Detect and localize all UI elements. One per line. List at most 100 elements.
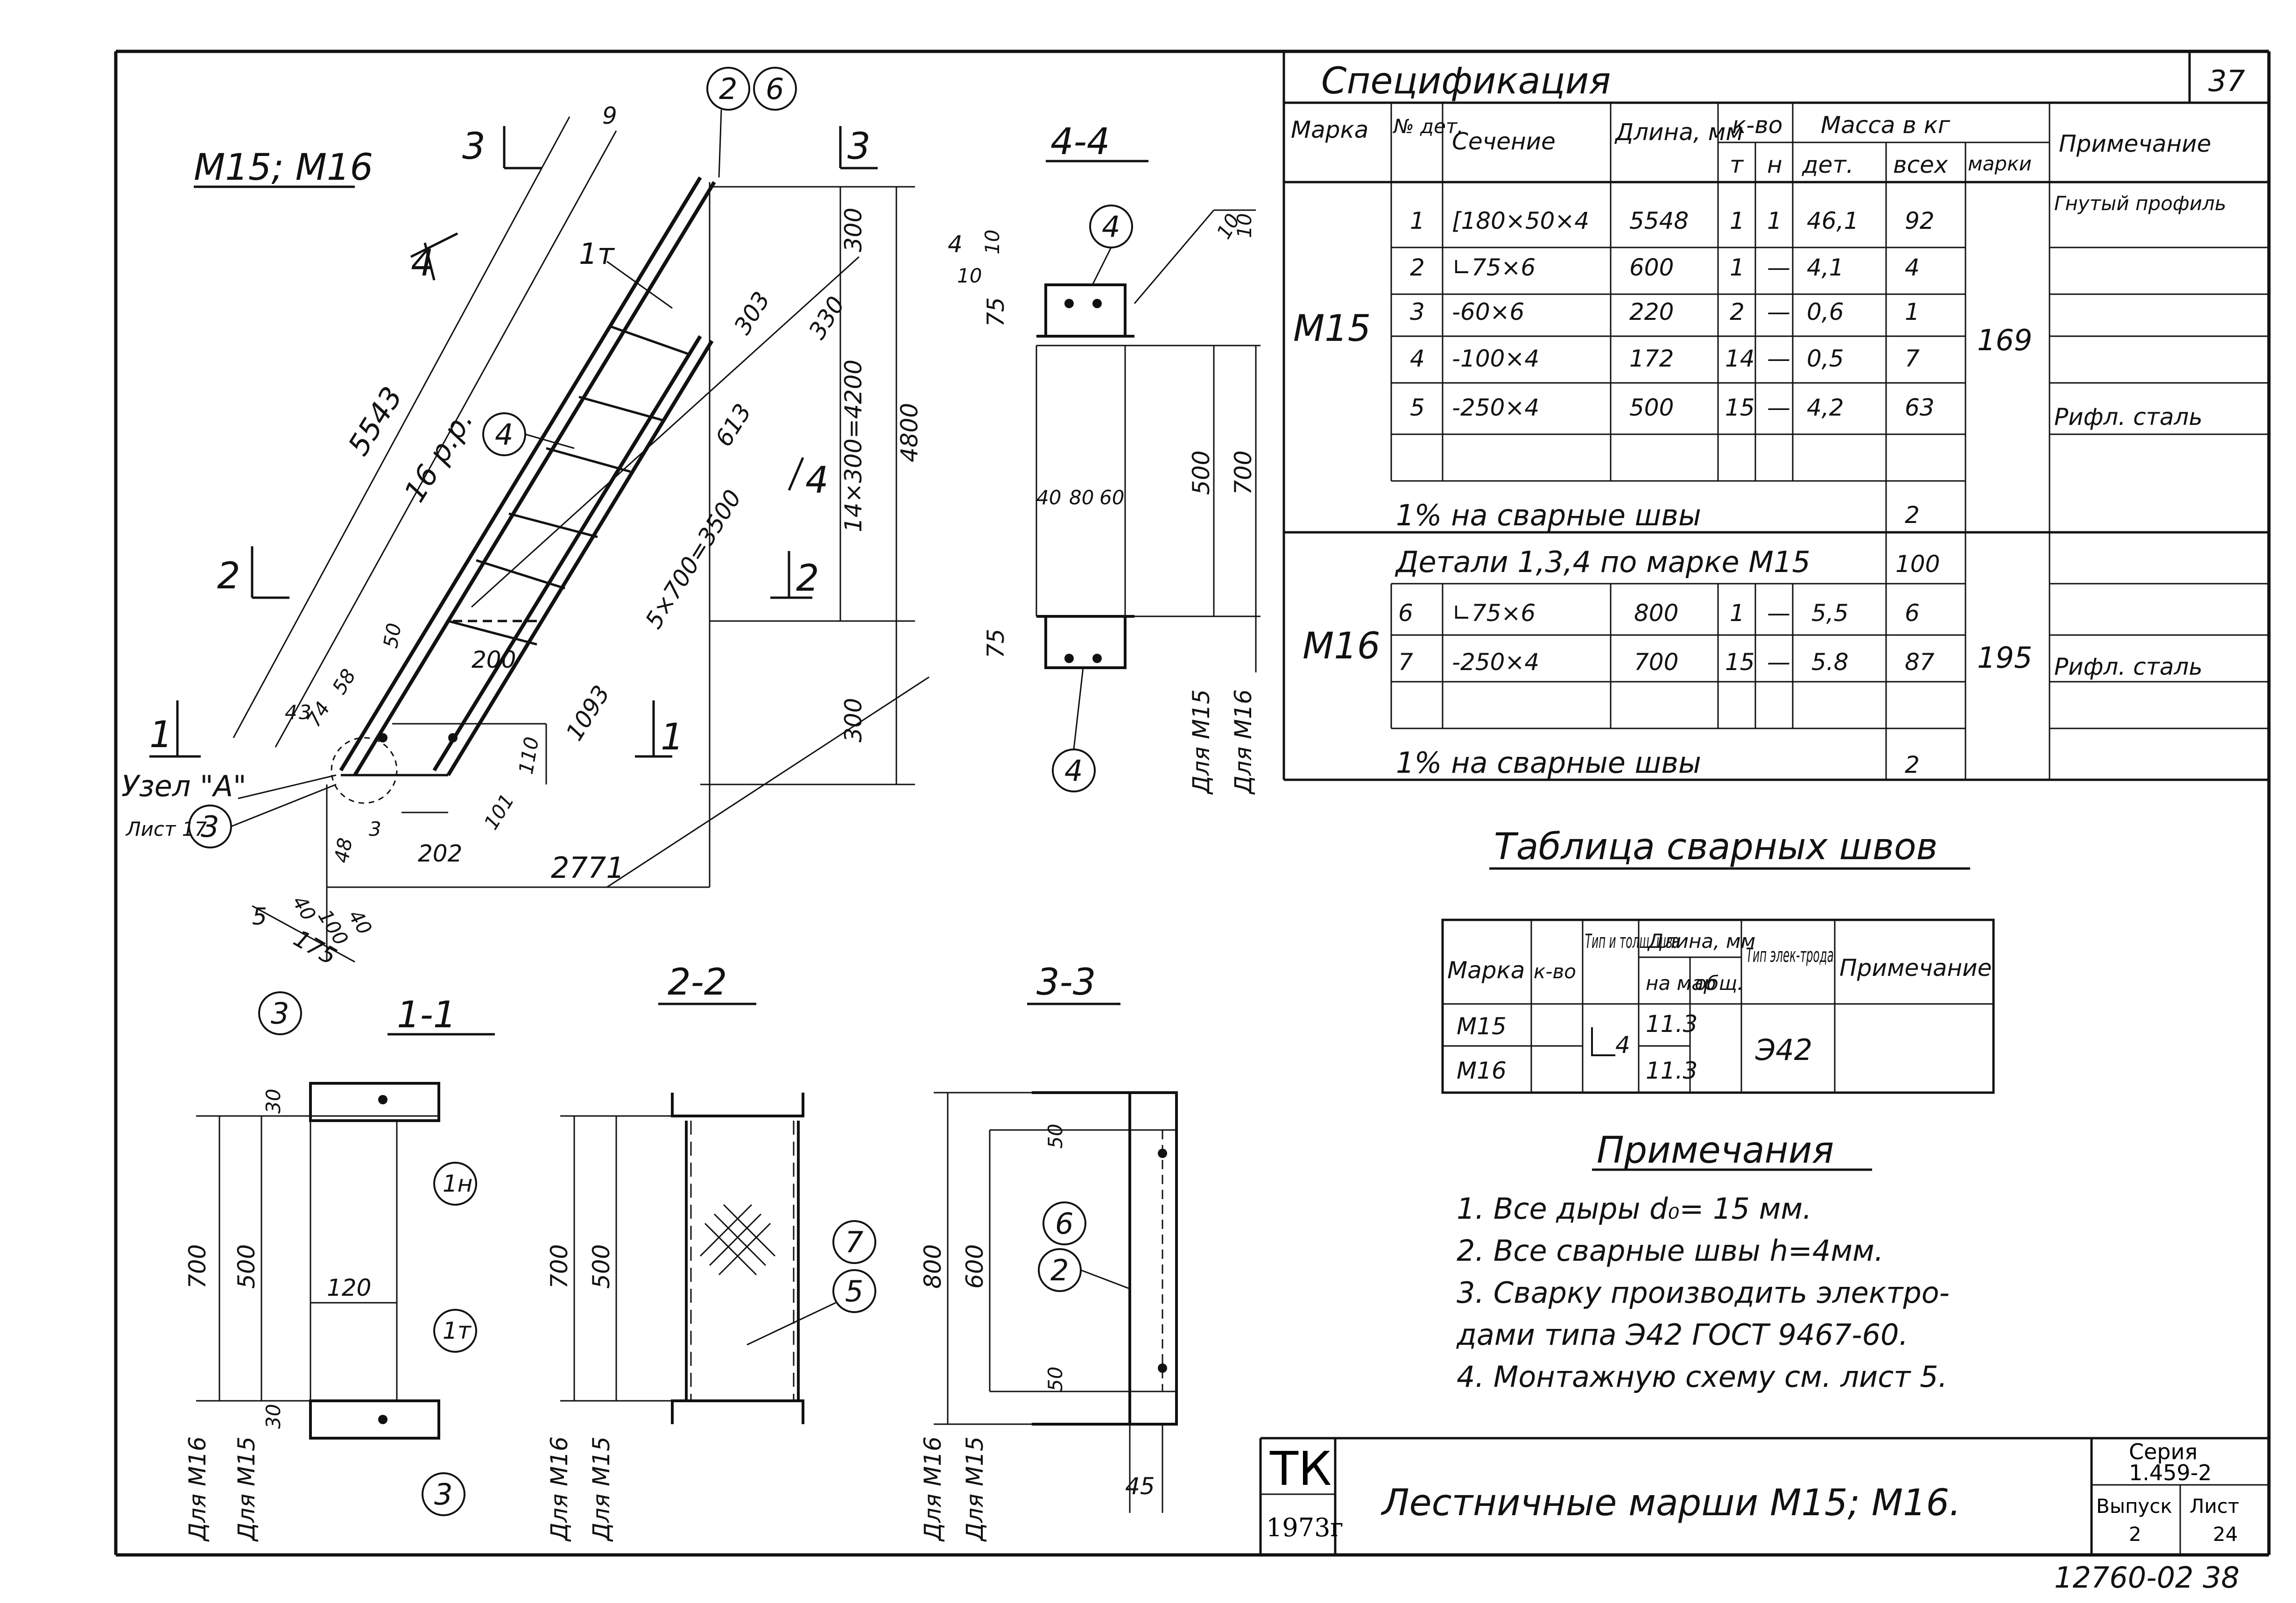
spec-h-mark: Марка bbox=[1291, 116, 1368, 143]
section-3-3-title: 3-3 bbox=[1036, 961, 1096, 1003]
spec-h-mass-all: всех bbox=[1893, 151, 1948, 178]
spec-h-qty: к-во bbox=[1732, 112, 1782, 139]
svg-text:172: 172 bbox=[1629, 345, 1674, 372]
svg-text:—: — bbox=[1767, 345, 1790, 372]
spec-m16-mark-mass: 195 bbox=[1977, 641, 2032, 675]
svg-text:Гнутый профиль: Гнутый профиль bbox=[2054, 192, 2226, 215]
section-4-4: 4-4 4 4 10 10 10 10 75 bbox=[957, 121, 1261, 795]
svg-text:—: — bbox=[1767, 254, 1790, 281]
dim-202: 202 bbox=[418, 840, 462, 867]
spec-h-section: Сечение bbox=[1452, 128, 1556, 155]
spec-h-mass-det: дет. bbox=[1802, 151, 1853, 178]
cut-mark-2-left: 2 bbox=[217, 555, 240, 597]
s33-dim-45: 45 bbox=[1125, 1473, 1155, 1500]
welds-row-m15-len: 11.3 bbox=[1646, 1010, 1697, 1038]
s22-dim-700: 700 bbox=[546, 1244, 573, 1289]
svg-text:1: 1 bbox=[1730, 600, 1745, 627]
s22-for-m16: Для М16 bbox=[546, 1436, 573, 1542]
series-label: Серия bbox=[2129, 1439, 2197, 1464]
callout-5: 5 bbox=[845, 1274, 863, 1308]
s33-for-m15: Для М15 bbox=[961, 1436, 988, 1542]
dim-303: 303 bbox=[729, 287, 775, 339]
dim-2771: 2771 bbox=[551, 851, 625, 885]
main-view-title: М15; М16 bbox=[194, 147, 373, 189]
svg-text:0,6: 0,6 bbox=[1807, 298, 1844, 325]
dim-9: 9 bbox=[602, 102, 617, 129]
svg-text:5: 5 bbox=[1410, 394, 1425, 421]
dim-3: 3 bbox=[299, 701, 311, 724]
svg-text:4,2: 4,2 bbox=[1807, 394, 1844, 421]
svg-text:1: 1 bbox=[1767, 207, 1782, 234]
dim-50: 50 bbox=[379, 621, 406, 650]
section-1-1: 1-1 3 1н 1т 3 30 700 500 120 30 Для М16 bbox=[184, 991, 495, 1542]
s33-dim-50-bottom: 50 bbox=[1044, 1367, 1067, 1391]
spec-m15-mark: М15 bbox=[1293, 308, 1371, 350]
title-block: ТК 1973г Лестничные марши М15; М16. Сери… bbox=[1259, 1437, 2269, 1595]
issue-label: Выпуск bbox=[2096, 1495, 2172, 1518]
svg-text:—: — bbox=[1767, 600, 1790, 627]
dim-613: 613 bbox=[710, 399, 757, 452]
dim-58: 58 bbox=[328, 665, 360, 698]
dim-5x700: 5×700=3500 bbox=[640, 485, 747, 634]
svg-text:500: 500 bbox=[1629, 394, 1674, 421]
svg-text:Рифл. сталь: Рифл. сталь bbox=[2054, 653, 2203, 680]
s44-dim-10a: 10 bbox=[981, 230, 1004, 254]
svg-text:—: — bbox=[1767, 298, 1790, 325]
spec-m15-row-1: 1 [180×50×4 5548 1 1 46,1 92 Гнутый проф… bbox=[1410, 192, 2226, 234]
welds-title: Таблица сварных швов bbox=[1494, 826, 1938, 868]
spec-title: Спецификация bbox=[1321, 60, 1611, 102]
s11-for-m16: Для М16 bbox=[184, 1436, 211, 1542]
s33-dim-600: 600 bbox=[961, 1244, 988, 1289]
dim-4800: 4800 bbox=[896, 403, 923, 462]
callout-4-s44-bottom: 4 bbox=[1064, 754, 1083, 788]
s44-for-m16: Для М16 bbox=[1230, 689, 1257, 795]
dim-330: 330 bbox=[803, 292, 850, 344]
callout-1t-main: 1т bbox=[579, 237, 615, 271]
svg-text:220: 220 bbox=[1629, 298, 1674, 325]
spec-h-qty-n: н bbox=[1767, 151, 1782, 178]
welds-electrode: Э42 bbox=[1755, 1033, 1812, 1067]
svg-text:5.8: 5.8 bbox=[1811, 649, 1849, 676]
spec-m15-mark-mass: 169 bbox=[1977, 323, 2032, 357]
bolt-dot bbox=[448, 733, 458, 742]
note-3: 3. Сварку производить электро- bbox=[1457, 1276, 1950, 1310]
bolt-dot bbox=[378, 733, 387, 742]
section-2-2: 2-2 7 5 700 500 Дл bbox=[546, 961, 876, 1542]
dim-3-lower: 3 bbox=[369, 818, 381, 840]
welds-row-m16-len: 11.3 bbox=[1646, 1057, 1697, 1084]
callout-3-s11-bottom: 3 bbox=[434, 1477, 452, 1511]
spec-h-note: Примечание bbox=[2059, 130, 2211, 157]
svg-text:4,1: 4,1 bbox=[1807, 254, 1844, 281]
dim-110: 110 bbox=[514, 735, 543, 776]
s33-dim-800: 800 bbox=[919, 1244, 946, 1289]
dim-300-top: 300 bbox=[840, 208, 867, 252]
dim-200: 200 bbox=[472, 646, 516, 673]
callout-6-main: 6 bbox=[766, 72, 784, 106]
svg-text:3: 3 bbox=[1410, 298, 1425, 325]
main-dimension-lines bbox=[232, 116, 930, 963]
svg-text:46,1: 46,1 bbox=[1807, 207, 1859, 234]
svg-text:5548: 5548 bbox=[1629, 207, 1689, 234]
node-a-circle bbox=[331, 737, 398, 804]
org-logo: ТК bbox=[1269, 1441, 1331, 1496]
callout-4-main: 4 bbox=[495, 417, 513, 452]
section-4-4-title: 4-4 bbox=[1050, 121, 1110, 163]
spec-m15-row-4: 4 -100×4 172 14 — 0,5 7 bbox=[1410, 345, 1920, 372]
issue-value: 2 bbox=[2129, 1523, 2141, 1546]
callout-7: 7 bbox=[845, 1225, 863, 1259]
svg-text:1: 1 bbox=[1410, 207, 1425, 234]
welds-row-m16-mark: М16 bbox=[1457, 1057, 1507, 1084]
node-a-leader bbox=[238, 774, 337, 799]
spec-h-detno: № дет. bbox=[1393, 115, 1464, 138]
s33-dim-50-top: 50 bbox=[1044, 1124, 1067, 1149]
callout-2-main: 2 bbox=[719, 72, 737, 106]
spec-m15-row-3: 3 -60×6 220 2 — 0,6 1 bbox=[1410, 298, 1920, 325]
svg-text:15: 15 bbox=[1725, 394, 1755, 421]
spec-m16-welds: 1% на сварные швы bbox=[1396, 746, 1701, 780]
notes-block: Примечания 1. Все дыры d₀= 15 мм. 2. Все… bbox=[1456, 1130, 1950, 1394]
dim-4-side: 4 bbox=[948, 231, 963, 258]
s22-dim-500: 500 bbox=[588, 1244, 615, 1289]
welds-h-len-total: общ. bbox=[1695, 972, 1744, 995]
welds-size: 4 bbox=[1615, 1031, 1630, 1059]
s11-dim-700: 700 bbox=[184, 1244, 211, 1289]
